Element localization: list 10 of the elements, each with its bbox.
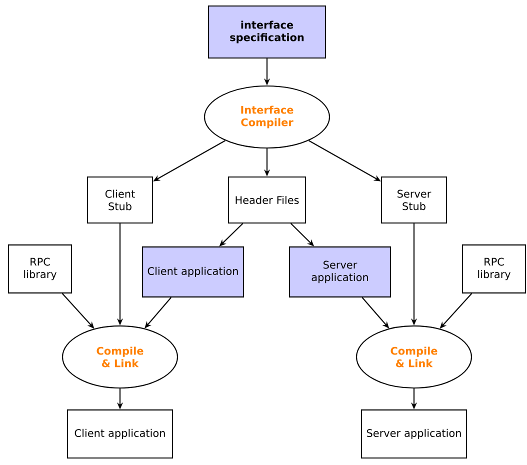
- process-box: Server Stub: [380, 176, 448, 224]
- process-box: Server application: [288, 246, 392, 298]
- process-box: Client application: [142, 246, 244, 298]
- process-box: Server application: [360, 409, 468, 459]
- process-box: RPC library: [8, 244, 72, 294]
- process-box: Client application: [66, 409, 174, 459]
- process-box: Client Stub: [86, 176, 154, 224]
- process-box: interface specification: [208, 5, 326, 59]
- process-box: RPC library: [462, 244, 526, 294]
- process-box: Header Files: [228, 176, 306, 224]
